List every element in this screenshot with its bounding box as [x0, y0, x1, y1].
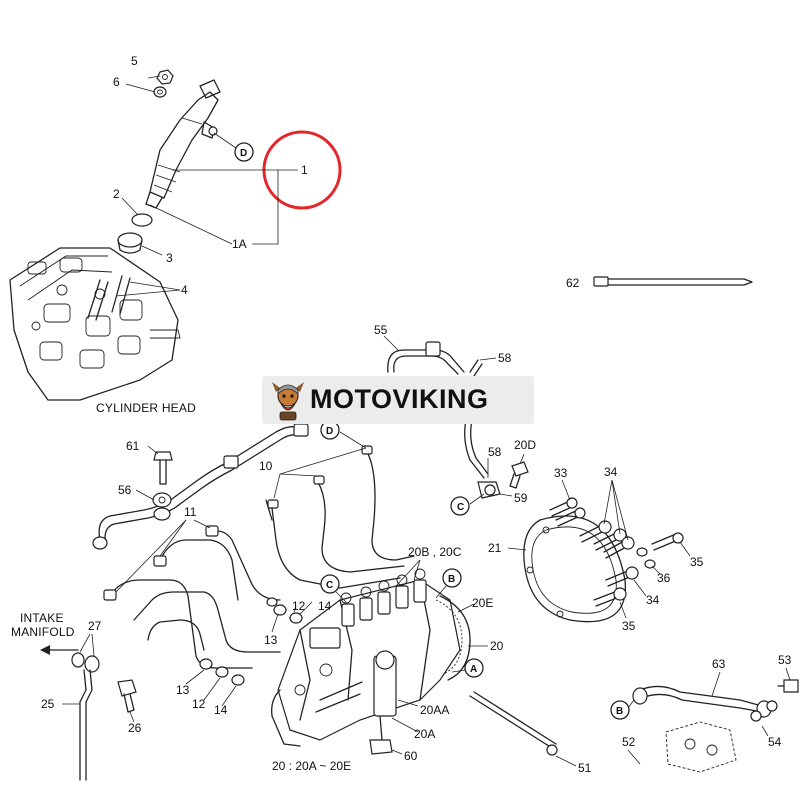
callout-59: 59 [514, 491, 528, 505]
callout-51: 51 [578, 761, 592, 775]
callout-20d: 20D [514, 438, 536, 452]
callout-55: 55 [374, 323, 388, 337]
callout-63: 63 [712, 657, 726, 671]
bracket-part-52 [665, 721, 737, 773]
bolts-part-35 [651, 532, 684, 551]
callout-62: 62 [566, 276, 580, 290]
callout-35-mid: 35 [622, 619, 636, 633]
callout-27: 27 [88, 619, 102, 633]
callout-26: 26 [128, 721, 142, 735]
callout-35-right: 35 [690, 555, 704, 569]
o-rings-part-27 [71, 652, 100, 673]
seal-part-3 [117, 232, 143, 254]
callout-36: 36 [657, 571, 671, 585]
bolt-part-53 [777, 679, 799, 693]
o-ring-part-2 [131, 213, 153, 227]
gasket-part-21 [523, 515, 626, 623]
banjo-part-56 [152, 492, 172, 521]
callout-53: 53 [778, 653, 792, 667]
washers-part-54 [750, 700, 778, 722]
bolts-part-33 [549, 497, 586, 527]
pipe-part-63 [632, 685, 772, 718]
callout-58-mid: 58 [488, 445, 502, 459]
callout-11: 11 [184, 505, 197, 519]
ref-b-pump: B [448, 574, 455, 585]
callout-4: 4 [181, 283, 188, 297]
callout-6: 6 [113, 75, 120, 89]
injection-lines-part-11 [103, 525, 281, 669]
injector-assembly [145, 79, 221, 209]
callout-21: 21 [488, 541, 502, 555]
brand-name: MOTOVIKING [310, 384, 489, 414]
cylinder-head-illustration [9, 247, 181, 401]
callout-13-upper: 13 [264, 633, 278, 647]
nut-part-5 [156, 69, 174, 85]
reference-letters: D D C C B A B [240, 148, 623, 717]
intake-caption-line2: MANIFOLD [11, 625, 75, 639]
callout-61: 61 [126, 439, 140, 453]
washers-lower-left [199, 597, 303, 686]
callout-12-upper: 12 [292, 599, 306, 613]
bolt-part-20d [509, 461, 529, 489]
bolt-part-26 [117, 679, 137, 713]
callout-20aa: 20AA [420, 703, 449, 717]
callout-3: 3 [166, 251, 173, 265]
bolts-part-34 [579, 520, 639, 607]
leak-off-pipe [92, 423, 309, 550]
injection-lines-part-10 [265, 445, 415, 589]
callout-14-lower: 14 [214, 703, 228, 717]
bolt-part-61 [153, 451, 173, 485]
brand-banner [262, 376, 534, 424]
callout-52: 52 [622, 735, 636, 749]
callout-2: 2 [113, 187, 120, 201]
callout-34-mid: 34 [646, 593, 660, 607]
callout-5: 5 [131, 54, 138, 68]
callout-56: 56 [118, 483, 132, 497]
ref-c-left: C [326, 580, 333, 591]
callout-20a: 20A [414, 727, 435, 741]
callout-20-range: 20 : 20A ~ 20E [272, 759, 351, 773]
callout-25: 25 [41, 697, 55, 711]
pipe-part-58 [464, 359, 489, 479]
cylinder-head-caption: CYLINDER HEAD [96, 401, 196, 415]
fitting-part-60 [369, 715, 393, 755]
callout-20e: 20E [472, 596, 493, 610]
callout-1: 1 [301, 163, 308, 177]
intake-arrow [40, 645, 79, 655]
intake-caption-line1: INTAKE [20, 611, 64, 625]
ref-c-right: C [457, 502, 464, 513]
callout-13-lower: 13 [176, 683, 190, 697]
callout-12-lower: 12 [192, 697, 206, 711]
ref-b-bottom: B [616, 706, 623, 717]
ref-d-top: D [240, 148, 247, 159]
callout-1a: 1A [232, 237, 247, 251]
callout-20bc: 20B , 20C [408, 545, 462, 559]
callout-60: 60 [404, 749, 418, 763]
ref-d-mid: D [326, 426, 333, 437]
callout-58-top: 58 [498, 351, 512, 365]
pipe-part-25 [79, 669, 93, 781]
pipe-part-55 [387, 341, 465, 375]
injection-pump-assembly [271, 568, 471, 747]
washer-part-6 [153, 86, 167, 98]
ref-a-pump: A [470, 664, 477, 675]
callout-10: 10 [259, 459, 273, 473]
callout-labels: 5 6 1 1A 2 3 4 62 55 58 61 10 20D 58 33 … [41, 54, 792, 775]
callout-14-upper: 14 [318, 599, 332, 613]
viking-mascot-icon [272, 382, 304, 421]
callout-33: 33 [554, 466, 568, 480]
callout-34-top: 34 [604, 465, 618, 479]
cable-tie-part-62 [593, 276, 753, 287]
washers-part-36 [636, 547, 656, 569]
callout-20: 20 [490, 639, 504, 653]
callout-54: 54 [768, 735, 782, 749]
